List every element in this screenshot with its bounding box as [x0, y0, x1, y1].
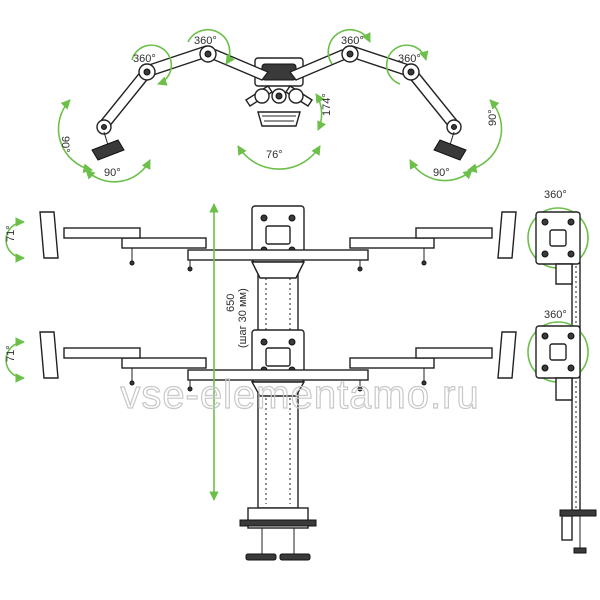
front-view-left-monitor-bottom — [39, 331, 59, 379]
top-view-left-arm — [91, 45, 270, 161]
front-view-lower-arms — [39, 331, 517, 392]
top-view-arc-360-a — [131, 44, 173, 86]
step-label: (шаг 30 мм) — [237, 288, 249, 348]
front-view-right-monitor-bottom — [497, 331, 517, 379]
label-360-c: 360° — [341, 35, 364, 47]
side-view: 360° 360° — [527, 189, 597, 554]
label-90-right-bottom: 90° — [433, 167, 450, 179]
front-view-clamp — [239, 507, 317, 561]
top-view-arc-174 — [315, 93, 327, 131]
height-label: 650 — [225, 294, 237, 312]
top-view-arc-360-c — [327, 29, 371, 65]
top-view-arc-360-b — [187, 29, 235, 65]
top-view: 360° 360° 360° 360° 90° 90° 76° 174° 90°… — [57, 29, 503, 183]
front-view: 650 (шаг 30 мм) 71° 71° — [5, 203, 517, 561]
tilt-label-bottom: 71° — [5, 345, 17, 362]
top-view-arc-90-right-v — [467, 99, 503, 173]
front-view-upper-arms — [39, 211, 517, 272]
side-view-clamp — [559, 509, 597, 554]
top-view-arc-90-left-b — [85, 159, 151, 183]
top-view-arc-90-left-v — [57, 99, 93, 173]
label-90-left-vertical: 90° — [59, 136, 71, 153]
label-360-d: 360° — [398, 53, 421, 65]
top-view-arc-360-d — [385, 44, 429, 85]
top-view-arc-90-right-b — [409, 159, 473, 182]
label-90-left-bottom: 90° — [104, 167, 121, 179]
label-76: 76° — [266, 149, 283, 161]
label-90-right-vertical: 90° — [487, 109, 499, 126]
label-174: 174° — [321, 93, 333, 116]
side-rotation-top-label: 360° — [544, 189, 567, 201]
top-view-right-plate — [433, 139, 467, 161]
front-view-left-monitor-top — [39, 211, 59, 259]
top-view-arc-76 — [237, 145, 321, 170]
front-view-right-monitor-top — [497, 211, 517, 259]
tilt-label-top: 71° — [5, 225, 17, 242]
top-view-center-cluster — [245, 85, 313, 127]
label-360-b: 360° — [194, 35, 217, 47]
tilt-arc-top — [5, 217, 25, 263]
top-view-left-plate — [91, 139, 125, 161]
label-360-a: 360° — [133, 53, 156, 65]
top-view-right-arm — [288, 45, 467, 161]
tilt-arc-bottom — [5, 337, 25, 383]
watermark: vse-elementamo.ru — [120, 373, 479, 417]
side-rotation-bottom-label: 360° — [544, 309, 567, 321]
